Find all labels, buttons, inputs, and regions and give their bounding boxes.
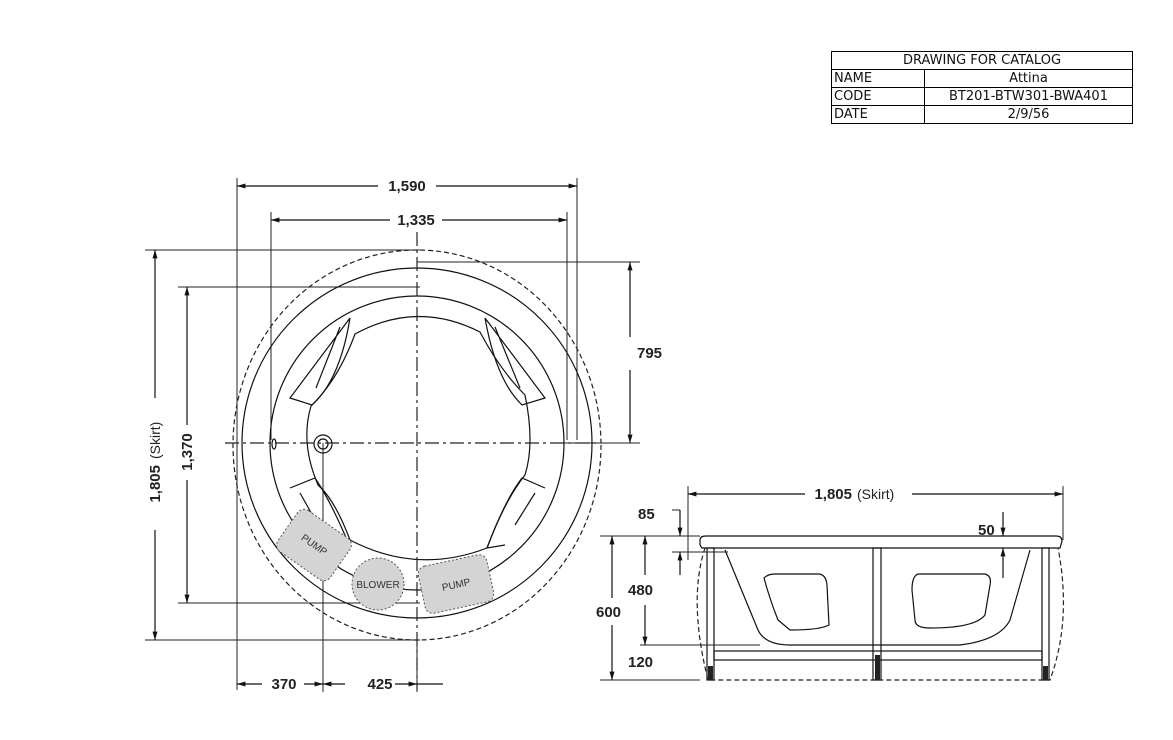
- extension-lines: [145, 178, 640, 692]
- dim-rim-depth: 1,370: [179, 433, 196, 471]
- overflow-icon: [271, 438, 277, 450]
- svg-text:BLOWER: BLOWER: [356, 580, 399, 591]
- dim-offset-left: 370: [271, 676, 296, 693]
- date-label: DATE: [831, 105, 925, 124]
- side-dim-height: 600: [596, 604, 621, 621]
- plan-view: 1,590 1,335 1,805 (Skirt) 1,370 795 370 …: [145, 178, 662, 693]
- seat-left: [763, 573, 830, 631]
- blower: BLOWER: [351, 557, 405, 611]
- pump-left: PUMP: [276, 508, 352, 582]
- dim-overall-width: 1,590: [388, 178, 426, 195]
- date-value: 2/9/56: [924, 105, 1133, 124]
- side-dim-top: 85: [638, 506, 655, 523]
- side-skirt-outline: [696, 547, 1065, 681]
- dim-half-depth: 795: [637, 345, 662, 362]
- side-dim-rim: 50: [978, 522, 995, 539]
- dim-skirt: 1,805: [147, 465, 164, 503]
- leg-feet: [708, 655, 1048, 680]
- side-view: 1,805 (Skirt) 600 480: [596, 486, 1065, 681]
- side-dim-skirt-note: (Skirt): [857, 486, 894, 502]
- seat-outlines: [289, 317, 546, 549]
- side-rim: [699, 535, 1063, 549]
- seat-right: [911, 573, 992, 629]
- dim-offset-right: 425: [367, 676, 392, 693]
- dim-skirt-note: (Skirt): [147, 422, 163, 459]
- drain-icon: [317, 438, 329, 450]
- extension-lines: [600, 509, 760, 681]
- side-shell: [724, 549, 1031, 646]
- pump-right: PUMP: [417, 554, 495, 614]
- code-value: BT201-BTW301-BWA401: [924, 87, 1133, 106]
- drain-outer: [313, 434, 333, 454]
- side-dim-legs: 120: [628, 654, 653, 671]
- side-dim-skirt: 1,805: [814, 486, 852, 503]
- side-dim-depth: 480: [628, 582, 653, 599]
- dim-rim-width: 1,335: [397, 212, 435, 229]
